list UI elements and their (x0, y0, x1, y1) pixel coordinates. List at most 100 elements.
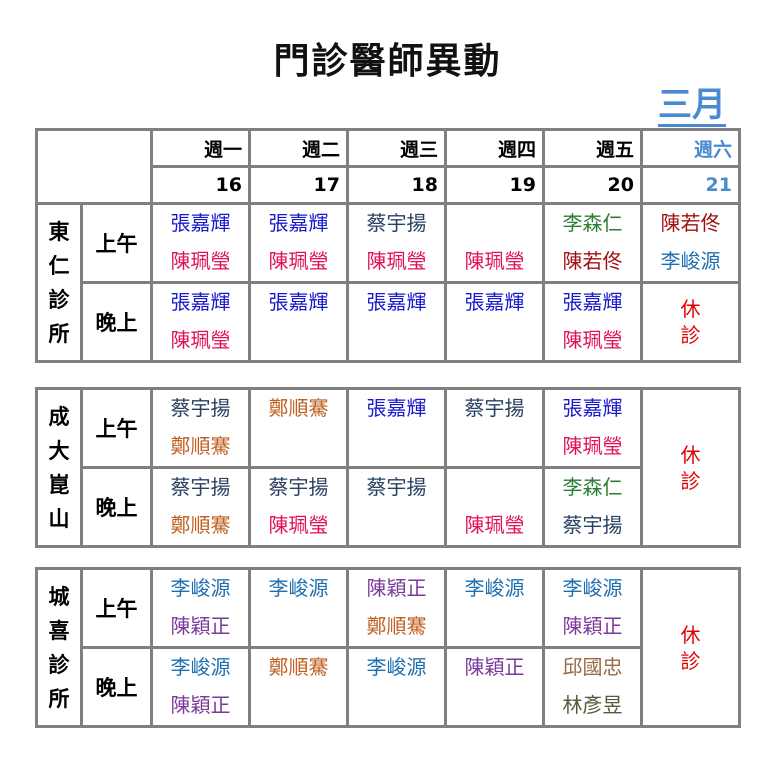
doctor-name: 李峻源 (660, 249, 721, 273)
doctor-name: 陳穎正 (464, 655, 525, 679)
month-label: 三月 (658, 85, 726, 127)
location-cell: 東仁診所 (35, 202, 83, 363)
schedule-cell: 張嘉輝 (346, 387, 447, 469)
schedule-cell: 李峻源 (346, 646, 447, 728)
location-cell: 城喜診所 (35, 567, 83, 728)
schedule-table-1: 成大崑山上午蔡宇揚鄭順騫鄭順騫張嘉輝蔡宇揚張嘉輝陳珮瑩休 診晚上蔡宇揚鄭順騫蔡宇… (35, 387, 741, 548)
date-header: 21 (640, 165, 741, 205)
closed-label: 休 診 (680, 442, 701, 493)
schedule-cell: 蔡宇揚 (444, 387, 545, 469)
doctor-name: 蔡宇揚 (366, 211, 427, 235)
doctor-name: 李森仁 (562, 211, 623, 235)
doctor-name: 邱國忠 (562, 655, 623, 679)
schedule-cell: 李森仁陳若佟 (542, 202, 643, 284)
session-label: 上午 (80, 567, 153, 649)
session-row: 晚上蔡宇揚鄭順騫蔡宇揚陳珮瑩蔡宇揚陳珮瑩李森仁蔡宇揚 (37, 466, 740, 548)
doctor-name: 鄭順騫 (170, 434, 231, 458)
schedule-cell: 蔡宇揚鄭順騫 (150, 466, 251, 548)
doctor-name: 蔡宇揚 (562, 513, 623, 537)
doctor-name: 陳珮瑩 (366, 249, 427, 273)
schedule-cell: 張嘉輝 (444, 281, 545, 363)
weekday-header: 週二 (248, 128, 349, 168)
doctor-name: 陳珮瑩 (464, 513, 525, 537)
doctor-name: 鄭順騫 (268, 655, 329, 679)
doctor-name: 陳穎正 (562, 614, 623, 638)
doctor-name: 陳若佟 (562, 249, 623, 273)
session-label: 晚上 (80, 466, 153, 548)
doctor-name: 蔡宇揚 (464, 396, 525, 420)
schedule-cell: 張嘉輝 (346, 281, 447, 363)
session-label: 上午 (80, 202, 153, 284)
schedule-cell: 李峻源陳穎正 (150, 646, 251, 728)
doctor-name: 鄭順騫 (268, 396, 329, 420)
schedule-cell: 陳若佟李峻源 (640, 202, 741, 284)
schedule-cell: 蔡宇揚鄭順騫 (150, 387, 251, 469)
schedule-cell: 張嘉輝陳珮瑩 (542, 281, 643, 363)
location-label: 成大崑山 (48, 404, 70, 531)
doctor-name: 陳珮瑩 (268, 249, 329, 273)
doctor-name: 陳若佟 (660, 211, 721, 235)
location-label: 城喜診所 (48, 584, 70, 711)
doctor-name: 張嘉輝 (562, 290, 623, 314)
doctor-name: 陳穎正 (170, 614, 231, 638)
doctor-name: 陳穎正 (170, 693, 231, 717)
header-blank (35, 128, 153, 205)
doctor-name: 張嘉輝 (170, 211, 231, 235)
doctor-name: 蔡宇揚 (170, 396, 231, 420)
weekday-header: 週六 (640, 128, 741, 168)
schedule-cell: 李峻源陳穎正 (542, 567, 643, 649)
schedule-cell: 張嘉輝陳珮瑩 (150, 202, 251, 284)
doctor-name: 鄭順騫 (170, 513, 231, 537)
schedule-cell: 張嘉輝 (248, 281, 349, 363)
date-header: 19 (444, 165, 545, 205)
schedule-cell: 李峻源 (248, 567, 349, 649)
doctor-name: 李峻源 (170, 576, 231, 600)
doctor-name: 張嘉輝 (268, 211, 329, 235)
session-row: 城喜診所上午李峻源陳穎正李峻源陳穎正鄭順騫李峻源李峻源陳穎正休 診 (35, 567, 741, 728)
session-row: 晚上張嘉輝陳珮瑩張嘉輝張嘉輝張嘉輝張嘉輝陳珮瑩休 診 (37, 281, 741, 363)
weekday-header: 週四 (444, 128, 545, 168)
session-row: 東仁診所上午張嘉輝陳珮瑩張嘉輝陳珮瑩蔡宇揚陳珮瑩陳珮瑩李森仁陳若佟陳若佟李峻源 (35, 202, 741, 363)
weekday-header: 週三 (346, 128, 447, 168)
doctor-name: 蔡宇揚 (268, 475, 329, 499)
weekday-header: 週五 (542, 128, 643, 168)
closed-label: 休 診 (680, 297, 701, 347)
session-label: 晚上 (80, 646, 153, 728)
doctor-name: 張嘉輝 (464, 290, 525, 314)
doctor-name: 陳珮瑩 (170, 328, 231, 352)
doctor-name: 鄭順騫 (366, 614, 427, 638)
doctor-name: 蔡宇揚 (366, 475, 427, 499)
date-header: 16 (150, 165, 251, 205)
date-header: 17 (248, 165, 349, 205)
schedule-cell: 陳珮瑩 (444, 466, 545, 548)
session-label: 上午 (80, 387, 153, 469)
schedule-cell: 李峻源 (444, 567, 545, 649)
schedule-cell: 張嘉輝陳珮瑩 (150, 281, 251, 363)
doctor-name: 蔡宇揚 (170, 475, 231, 499)
schedule-cell: 陳穎正鄭順騫 (346, 567, 447, 649)
closed-label: 休 診 (680, 622, 701, 673)
doctor-name: 李峻源 (366, 655, 427, 679)
schedule-cell: 蔡宇揚陳珮瑩 (346, 202, 447, 284)
doctor-name: 張嘉輝 (268, 290, 329, 314)
doctor-name: 張嘉輝 (562, 396, 623, 420)
weekday-header: 週一 (150, 128, 251, 168)
schedule-table-2: 城喜診所上午李峻源陳穎正李峻源陳穎正鄭順騫李峻源李峻源陳穎正休 診晚上李峻源陳穎… (35, 567, 741, 728)
doctor-name: 李峻源 (562, 576, 623, 600)
weekday-header-row: 週一週二週三週四週五週六 (35, 128, 741, 205)
doctor-name (447, 469, 542, 507)
closed-cell: 休 診 (640, 387, 741, 548)
schedule-cell: 張嘉輝陳珮瑩 (542, 387, 643, 469)
schedule-cell: 邱國忠林彥昱 (542, 646, 643, 728)
location-cell: 成大崑山 (35, 387, 83, 548)
doctor-name: 林彥昱 (562, 693, 623, 717)
doctor-name: 陳珮瑩 (170, 249, 231, 273)
doctor-name: 張嘉輝 (366, 290, 427, 314)
schedule-cell: 蔡宇揚 (346, 466, 447, 548)
location-label: 東仁診所 (48, 219, 70, 346)
doctor-name: 陳珮瑩 (562, 434, 623, 458)
schedule-cell: 張嘉輝陳珮瑩 (248, 202, 349, 284)
doctor-name: 陳穎正 (366, 576, 427, 600)
schedule-cell: 陳珮瑩 (444, 202, 545, 284)
